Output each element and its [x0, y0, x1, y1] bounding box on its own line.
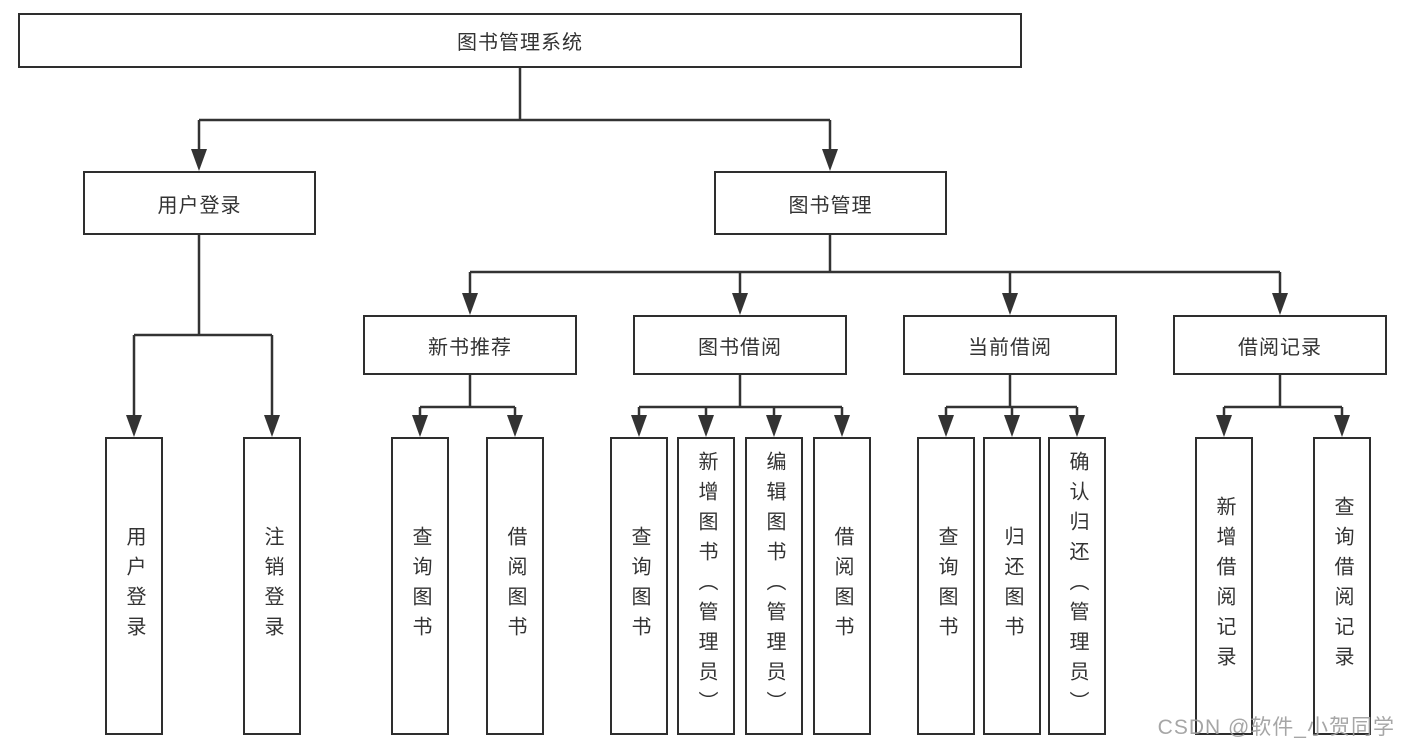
arrow-down-icon	[938, 415, 954, 437]
leaf-add-borrow-record: 新增借阅记录	[1195, 437, 1253, 735]
leaf-query-books-current: 查询图书	[917, 437, 975, 735]
arrow-down-icon	[126, 415, 142, 437]
leaf-edit-book-admin-label: 编辑图书（管理员）	[763, 451, 785, 721]
leaf-edit-book-admin: 编辑图书（管理员）	[745, 437, 803, 735]
leaf-query-books-borrowing-label: 查询图书	[628, 526, 650, 646]
connector-borrow-to-leaves	[637, 375, 844, 418]
connector-root-to-level2	[197, 68, 832, 152]
node-book-borrowing-label: 图书借阅	[698, 336, 782, 359]
connector-bookmgmt-to-level3	[468, 235, 1282, 296]
node-user-login: 用户登录	[83, 171, 316, 235]
csdn-watermark: CSDN @软件_小贺同学	[1157, 716, 1395, 739]
leaf-borrow-books-recommend: 借阅图书	[486, 437, 544, 735]
arrow-down-icon	[732, 293, 748, 315]
leaf-add-borrow-record-label: 新增借阅记录	[1213, 496, 1235, 676]
leaf-user-login-label: 用户登录	[123, 526, 145, 646]
arrow-down-icon	[766, 415, 782, 437]
leaf-return-book: 归还图书	[983, 437, 1041, 735]
leaf-borrow-books-recommend-label: 借阅图书	[504, 526, 526, 646]
leaf-return-book-label: 归还图书	[1001, 526, 1023, 646]
arrow-down-icon	[264, 415, 280, 437]
leaf-query-books-recommend: 查询图书	[391, 437, 449, 735]
leaf-logout-label: 注销登录	[261, 526, 283, 646]
arrow-down-icon	[462, 293, 478, 315]
arrow-down-icon	[631, 415, 647, 437]
node-borrowing-records-label: 借阅记录	[1238, 336, 1322, 359]
leaf-user-login: 用户登录	[105, 437, 163, 735]
arrow-down-icon	[507, 415, 523, 437]
leaf-add-book-admin-label: 新增图书（管理员）	[695, 451, 717, 721]
leaf-query-books-recommend-label: 查询图书	[409, 526, 431, 646]
leaf-logout: 注销登录	[243, 437, 301, 735]
connector-newbook-to-leaves	[418, 375, 517, 418]
node-new-book-recommend-label: 新书推荐	[428, 336, 512, 359]
node-user-login-label: 用户登录	[157, 194, 242, 217]
arrow-down-icon	[1272, 293, 1288, 315]
node-book-management: 图书管理	[714, 171, 947, 235]
arrow-down-icon	[1002, 293, 1018, 315]
arrow-down-icon	[834, 415, 850, 437]
leaf-borrow-books-borrowing: 借阅图书	[813, 437, 871, 735]
arrow-down-icon	[1334, 415, 1350, 437]
leaf-confirm-return-admin-label: 确认归还（管理员）	[1066, 451, 1088, 721]
node-root: 图书管理系统	[18, 13, 1022, 68]
arrow-down-icon	[191, 149, 207, 171]
arrow-down-icon	[822, 149, 838, 171]
arrowheads	[126, 149, 1350, 437]
arrow-down-icon	[1069, 415, 1085, 437]
node-book-borrowing: 图书借阅	[633, 315, 847, 375]
connector-records-to-leaves	[1222, 375, 1344, 418]
leaf-query-books-borrowing: 查询图书	[610, 437, 668, 735]
connector-current-to-leaves	[944, 375, 1079, 418]
node-book-management-label: 图书管理	[788, 194, 873, 217]
leaf-add-book-admin: 新增图书（管理员）	[677, 437, 735, 735]
leaf-query-books-current-label: 查询图书	[935, 526, 957, 646]
connector-userlogin-to-leaves	[132, 235, 274, 418]
node-new-book-recommend: 新书推荐	[363, 315, 577, 375]
arrow-down-icon	[1004, 415, 1020, 437]
arrow-down-icon	[412, 415, 428, 437]
node-borrowing-records: 借阅记录	[1173, 315, 1387, 375]
node-current-borrowing-label: 当前借阅	[968, 336, 1052, 359]
arrow-down-icon	[1216, 415, 1232, 437]
node-root-label: 图书管理系统	[457, 32, 583, 54]
leaf-confirm-return-admin: 确认归还（管理员）	[1048, 437, 1106, 735]
node-current-borrowing: 当前借阅	[903, 315, 1117, 375]
arrow-down-icon	[698, 415, 714, 437]
leaf-query-borrow-record-label: 查询借阅记录	[1331, 496, 1353, 676]
leaf-query-borrow-record: 查询借阅记录	[1313, 437, 1371, 735]
leaf-borrow-books-borrowing-label: 借阅图书	[831, 526, 853, 646]
